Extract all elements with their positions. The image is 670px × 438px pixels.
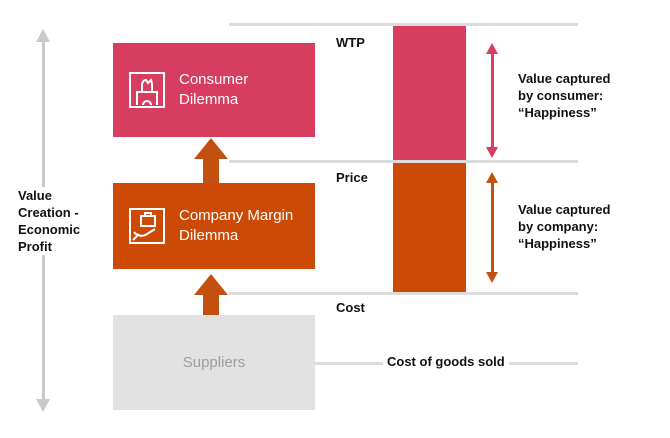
consumer-fist-icon bbox=[129, 72, 165, 108]
arrow-shaft bbox=[491, 52, 494, 149]
up-arrow-head bbox=[194, 274, 228, 295]
price-line bbox=[229, 160, 578, 163]
arrow-down-head bbox=[486, 272, 498, 283]
capture-line: by consumer: bbox=[518, 88, 604, 103]
value-captured-by-consumer-text: Value captured by consumer: “Happiness” bbox=[518, 70, 610, 121]
value-creation-label-line: Creation - bbox=[18, 205, 79, 220]
value-captured-by-company-text: Value captured by company: “Happiness” bbox=[518, 201, 610, 252]
company-margin-label-line: Company Margin bbox=[179, 207, 294, 224]
company-value-bar bbox=[393, 163, 466, 292]
company-margin-label-line: Dilemma bbox=[179, 227, 239, 244]
capture-line: by company: bbox=[518, 219, 599, 234]
up-arrow-stem bbox=[203, 295, 219, 316]
up-arrow-stem bbox=[203, 159, 219, 184]
value-creation-label-line: Economic bbox=[18, 222, 81, 237]
suppliers-label: Suppliers bbox=[182, 353, 246, 371]
value-creation-label-line: Profit bbox=[18, 239, 52, 254]
arrow-up-head bbox=[486, 43, 498, 54]
up-arrow-icon bbox=[194, 274, 228, 316]
company-margin-dilemma-label: Company Margin Dilemma bbox=[179, 206, 293, 246]
suppliers-box: Suppliers bbox=[113, 315, 315, 410]
cost-line bbox=[229, 292, 578, 295]
company-margin-dilemma-box: Company Margin Dilemma bbox=[113, 183, 315, 269]
company-value-double-arrow-icon bbox=[486, 172, 499, 283]
consumer-value-bar bbox=[393, 26, 466, 160]
arrow-shaft bbox=[491, 181, 494, 274]
arrow-down-icon bbox=[36, 399, 50, 412]
wtp-label: WTP bbox=[336, 35, 365, 50]
cost-of-goods-sold-label: Cost of goods sold bbox=[383, 354, 509, 369]
consumer-dilemma-box: Consumer Dilemma bbox=[113, 43, 315, 137]
arrow-up-head bbox=[486, 172, 498, 183]
consumer-dilemma-label-line: Consumer bbox=[179, 71, 249, 88]
price-label: Price bbox=[336, 170, 368, 185]
arrow-up-icon bbox=[36, 29, 50, 42]
consumer-dilemma-label: Consumer Dilemma bbox=[179, 70, 248, 110]
cost-label: Cost bbox=[336, 300, 365, 315]
up-arrow-icon bbox=[194, 138, 228, 184]
consumer-value-double-arrow-icon bbox=[486, 43, 499, 158]
value-creation-label: Value Creation - Economic Profit bbox=[18, 187, 90, 255]
capture-line: “Happiness” bbox=[518, 236, 597, 251]
up-arrow-head bbox=[194, 138, 228, 159]
value-creation-label-line: Value bbox=[18, 188, 52, 203]
briefcase-hand-icon bbox=[129, 208, 165, 244]
capture-line: “Happiness” bbox=[518, 105, 597, 120]
capture-line: Value captured bbox=[518, 202, 611, 217]
consumer-dilemma-label-line: Dilemma bbox=[179, 91, 239, 108]
arrow-down-head bbox=[486, 147, 498, 158]
wtp-line bbox=[229, 23, 578, 26]
capture-line: Value captured bbox=[518, 71, 611, 86]
